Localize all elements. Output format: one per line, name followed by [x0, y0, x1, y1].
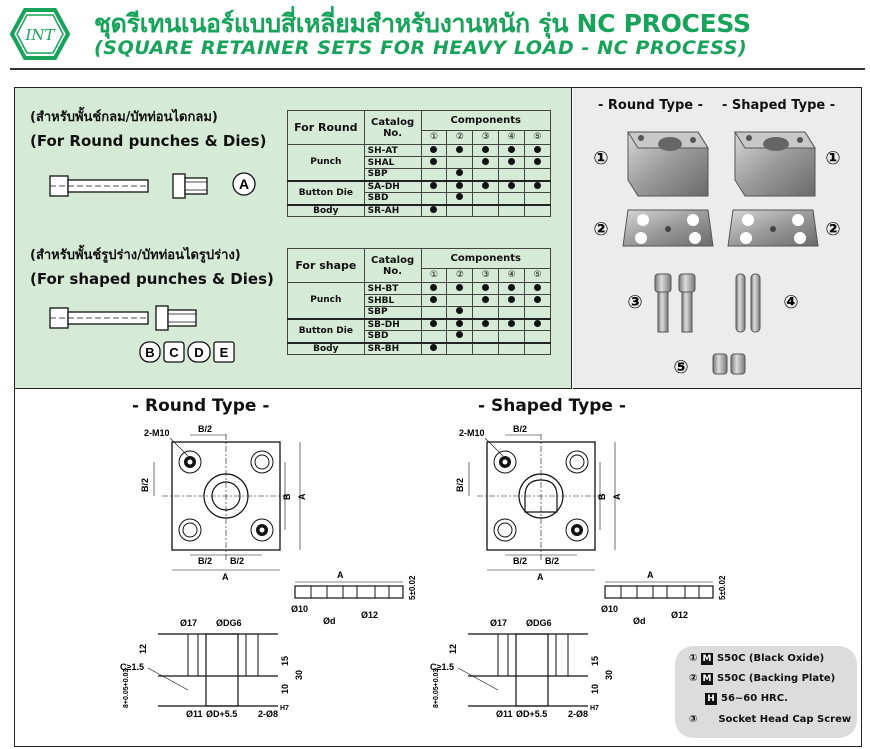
round-components-table: For Round Catalog No. Components ① ② ③ ④…	[287, 110, 552, 217]
svg-text:H7: H7	[280, 705, 289, 712]
shape-components-table: For shape Catalog No. Components ① ② ③ ④…	[287, 248, 552, 355]
svg-text:H7: H7	[590, 705, 599, 712]
svg-text:B/2: B/2	[230, 556, 244, 566]
svg-text:5±0.02: 5±0.02	[718, 575, 727, 600]
svg-text:Ø10: Ø10	[601, 604, 618, 614]
svg-text:B/2: B/2	[545, 556, 559, 566]
svg-text:ØD+5.5: ØD+5.5	[206, 709, 237, 719]
svg-text:Ø17: Ø17	[490, 618, 507, 628]
svg-text:12: 12	[138, 644, 148, 654]
components-photo: ① ① ② ② ③ ④ ⑤	[593, 131, 841, 378]
round-label-english: (For Round punches & Dies)	[30, 132, 267, 150]
svg-text:B: B	[282, 493, 292, 500]
shape-table-header-type: For shape	[287, 248, 365, 283]
svg-text:A: A	[612, 493, 622, 500]
shaped-top-view: 2-M10 B/2 B/2 B A B/2 B/2 A	[455, 424, 622, 582]
svg-text:10: 10	[280, 684, 290, 694]
round-table-header-components: Components	[420, 110, 552, 131]
photo-round-title: - Round Type -	[598, 98, 704, 113]
page-title-english: (SQUARE RETAINER SETS FOR HEAVY LOAD - N…	[94, 37, 748, 59]
round-plate-side-view: A 5±0.02 Ø10 Ød Ø12	[291, 570, 417, 626]
shaped-type-c: C	[169, 345, 179, 360]
photo-number-1-right: ①	[825, 148, 840, 169]
photo-number-4: ④	[783, 292, 798, 313]
svg-text:A: A	[297, 493, 307, 500]
shaped-plate-side-view: A 5±0.02 Ø10 Ød Ø12	[601, 570, 727, 626]
svg-text:A: A	[337, 570, 344, 580]
svg-text:A: A	[647, 570, 654, 580]
svg-text:2-Ø8: 2-Ø8	[568, 709, 588, 719]
svg-text:Ød: Ød	[633, 616, 646, 626]
svg-text:Ø12: Ø12	[671, 610, 688, 620]
svg-text:B/2: B/2	[455, 478, 465, 492]
shaped-punch-diagram: B C D E	[49, 305, 235, 363]
svg-text:Ød: Ød	[323, 616, 336, 626]
svg-text:2-M10: 2-M10	[459, 428, 485, 438]
svg-text:10: 10	[590, 684, 600, 694]
shape-table-header-catalog: Catalog No.	[363, 248, 422, 283]
photo-number-1-left: ①	[593, 148, 608, 169]
svg-text:Ø11: Ø11	[186, 709, 203, 719]
content-frame	[14, 87, 862, 747]
round-section-view: Ø17 ØDG6 12 C≥1.5 8+0.05+0.03 15 10 30 Ø…	[120, 618, 304, 719]
svg-text:12: 12	[448, 644, 458, 654]
drawing-shaped-title: - Shaped Type -	[478, 396, 626, 416]
svg-text:15: 15	[590, 656, 600, 666]
shaped-type-e: E	[220, 345, 229, 360]
svg-text:B/2: B/2	[198, 556, 212, 566]
shaped-label-english: (For shaped punches & Dies)	[30, 270, 274, 288]
page-title-thai: ชุดรีเทนเนอร์แบบสี่เหลี่ยมสำหรับงานหนัก …	[94, 9, 751, 38]
svg-text:ØDG6: ØDG6	[526, 618, 552, 628]
round-table-header-catalog: Catalog No.	[363, 110, 422, 145]
svg-text:B/2: B/2	[513, 424, 527, 434]
svg-text:8+0.05+0.03: 8+0.05+0.03	[123, 669, 130, 708]
round-label-thai: (สำหรับพั้นช์กลม/บัทท่อนไดกลม)	[30, 110, 218, 125]
svg-text:C≥1.5: C≥1.5	[120, 662, 144, 672]
photo-number-2-left: ②	[593, 219, 608, 240]
round-table-header-type: For Round	[287, 110, 365, 145]
photo-number-2-right: ②	[825, 219, 840, 240]
int-logo: INT	[10, 8, 70, 60]
svg-text:2-Ø8: 2-Ø8	[258, 709, 278, 719]
photo-number-3: ③	[627, 292, 642, 313]
svg-text:B/2: B/2	[198, 424, 212, 434]
header-rule	[10, 68, 865, 70]
svg-text:ØDG6: ØDG6	[216, 618, 242, 628]
svg-text:30: 30	[604, 670, 614, 680]
shaped-section-view: Ø17 ØDG6 12 C≥1.5 8+0.05+0.03 15 10 30 Ø…	[430, 618, 614, 719]
svg-text:8+0.05+0.03: 8+0.05+0.03	[433, 669, 440, 708]
shaped-label-thai: (สำหรับพั้นช์รูปร่าง/บัทท่อนไดรูปร่าง)	[30, 248, 241, 263]
svg-text:15: 15	[280, 656, 290, 666]
round-top-view: 2-M10 B/2 B/2 B A B/2 B/2 A	[140, 424, 307, 582]
svg-text:5±0.02: 5±0.02	[408, 575, 417, 600]
shaped-type-d: D	[194, 345, 203, 360]
shaped-type-b: B	[145, 345, 154, 360]
logo-text: INT	[24, 26, 55, 44]
photo-shaped-title: - Shaped Type -	[722, 98, 836, 113]
svg-text:B: B	[597, 493, 607, 500]
svg-text:Ø10: Ø10	[291, 604, 308, 614]
svg-text:30: 30	[294, 670, 304, 680]
svg-text:A: A	[537, 572, 544, 582]
svg-text:A: A	[222, 572, 229, 582]
svg-text:Ø17: Ø17	[180, 618, 197, 628]
svg-text:Ø12: Ø12	[361, 610, 378, 620]
svg-text:Ø11: Ø11	[496, 709, 513, 719]
svg-text:2-M10: 2-M10	[144, 428, 170, 438]
svg-text:B/2: B/2	[513, 556, 527, 566]
photo-number-5: ⑤	[673, 357, 688, 378]
round-type-letter: A	[239, 176, 249, 192]
round-punch-diagram: A	[49, 172, 256, 199]
svg-text:C≥1.5: C≥1.5	[430, 662, 454, 672]
shape-table-header-components: Components	[420, 248, 552, 269]
svg-text:ØD+5.5: ØD+5.5	[516, 709, 547, 719]
svg-text:B/2: B/2	[140, 478, 150, 492]
drawing-round-title: - Round Type -	[132, 396, 270, 416]
